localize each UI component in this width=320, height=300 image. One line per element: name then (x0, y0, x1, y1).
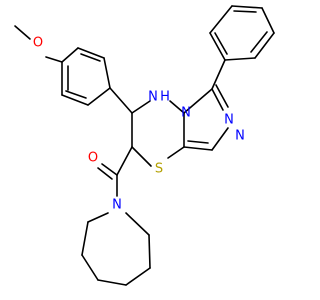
sulfur-atom: S (155, 162, 163, 177)
nh-hydrogen-label: H (160, 90, 170, 105)
nh-nitrogen-label: N (148, 90, 158, 105)
bonds (14, 5, 275, 286)
atom-labels: O N H N N N O S N (33, 36, 245, 213)
azepane-nitrogen-label: N (112, 198, 122, 213)
triazole-n2-label: N (235, 129, 245, 144)
nh-atom: N H (148, 90, 170, 105)
triazole-n1-atom: N (224, 113, 234, 128)
azepane-nitrogen-atom: N (112, 198, 122, 213)
molecule-structure: O N H N N N O S N (14, 5, 275, 286)
methoxy-oxygen-atom: O (33, 36, 43, 51)
triazole-nitrogen-label: N (181, 106, 191, 121)
methoxy-oxygen-label: O (33, 36, 43, 51)
triazole-n2-atom: N (235, 129, 245, 144)
triazole-n1-label: N (224, 113, 234, 128)
sulfur-label: S (155, 162, 163, 177)
triazole-nitrogen-atom: N (181, 106, 191, 121)
carbonyl-oxygen-label: O (88, 151, 98, 166)
carbonyl-oxygen-atom: O (88, 151, 98, 166)
